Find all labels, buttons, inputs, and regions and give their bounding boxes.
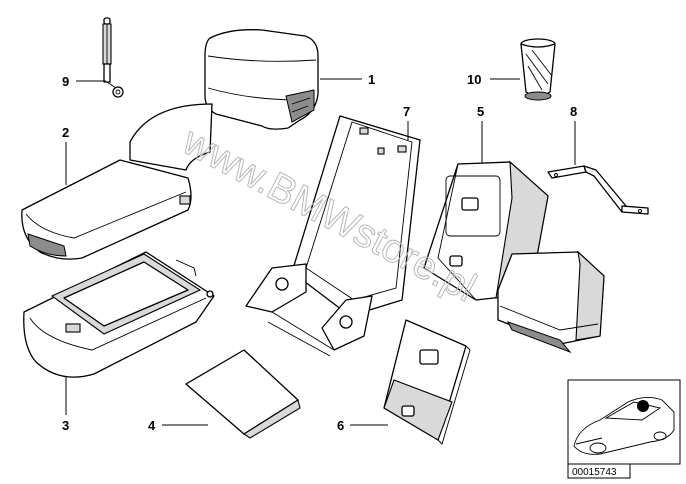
cushion-cover-part-1[interactable] (204, 29, 319, 130)
cup-holder-part-10[interactable] (520, 38, 556, 101)
bracket-part-8[interactable] (547, 165, 649, 215)
car-location-inset[interactable]: 00015743 (567, 379, 681, 479)
callout-9: 9 (62, 74, 69, 89)
callout-5: 5 (477, 104, 484, 119)
callout-2: 2 (62, 125, 69, 140)
callout-10: 10 (467, 72, 481, 87)
callout-8: 8 (570, 104, 577, 119)
armrest-frame-part-7[interactable] (245, 115, 421, 357)
diagram-number: 00015743 (572, 467, 617, 478)
location-marker (637, 400, 649, 412)
callout-1: 1 (368, 72, 375, 87)
wedge-pad-part-4[interactable] (185, 349, 301, 439)
armrest-pad-part-2[interactable] (21, 103, 213, 260)
callout-4: 4 (148, 418, 156, 433)
storage-box-cover[interactable] (497, 250, 605, 354)
armrest-base-part-3[interactable] (23, 251, 215, 378)
callout-6: 6 (337, 418, 344, 433)
gas-strut-part-9[interactable] (102, 17, 124, 98)
callout-7: 7 (403, 104, 410, 119)
callout-3: 3 (62, 418, 69, 433)
lid-panel-part-6[interactable] (383, 319, 471, 445)
